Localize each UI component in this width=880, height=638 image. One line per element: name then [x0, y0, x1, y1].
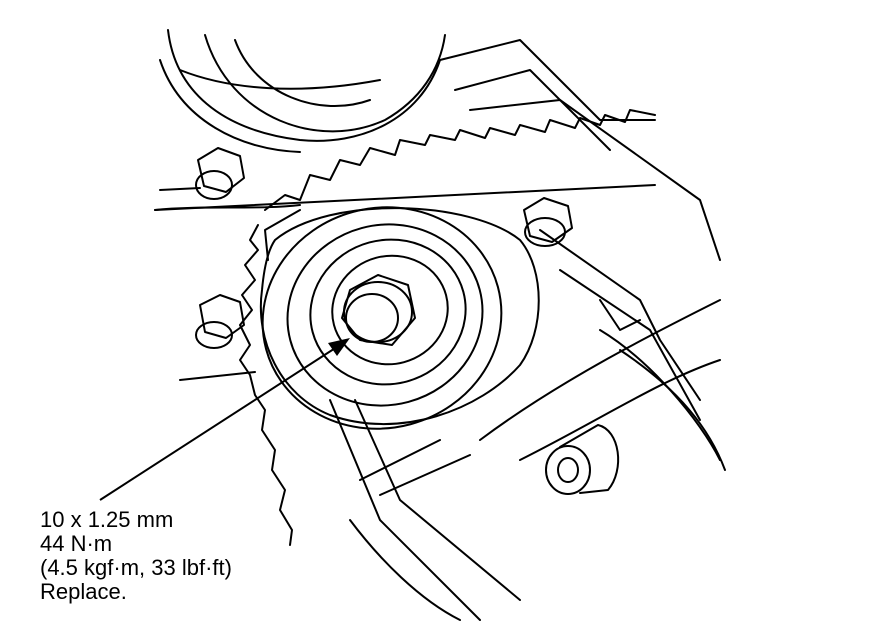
- cam-pulley: [204, 34, 446, 133]
- leader-arrow: [99, 338, 350, 501]
- bolt-right: [523, 197, 573, 247]
- torque-nm-text: 44 N·m: [40, 531, 113, 556]
- stud-spacer: [545, 424, 620, 495]
- tensioner-pulley: [259, 206, 540, 430]
- bolt-size-text: 10 x 1.25 mm: [40, 507, 174, 532]
- torque-spec-callout: 10 x 1.25 mm 44 N·m (4.5 kgf·m, 33 lbf·f…: [40, 508, 232, 604]
- replace-note-text: Replace.: [40, 579, 127, 604]
- tensioner-bolt: [341, 274, 416, 346]
- engine-casting: [154, 29, 726, 621]
- bolt-left: [195, 294, 245, 349]
- torque-alt-text: (4.5 kgf·m, 33 lbf·ft): [40, 555, 232, 580]
- bolt-upper-left: [195, 147, 245, 200]
- timing-belt: [154, 109, 656, 546]
